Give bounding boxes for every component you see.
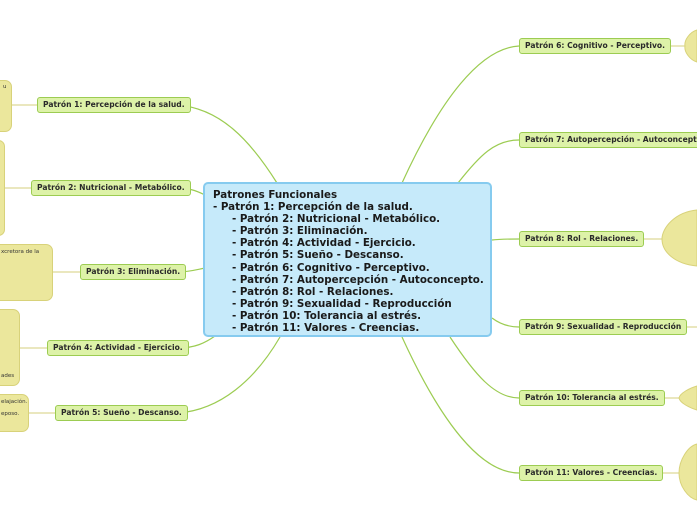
leaf-note-text: eposo. <box>1 411 20 417</box>
topic-patron-3[interactable]: Patrón 3: Eliminación. <box>80 264 187 280</box>
topic-patron-5[interactable]: Patrón 5: Sueño - Descanso. <box>55 405 188 421</box>
leaf-note-text: elajación. <box>1 399 28 405</box>
central-item: - Patrón 7: Autopercepción - Autoconcept… <box>232 273 484 286</box>
central-item: - Patrón 8: Rol - Relaciones. <box>232 285 394 298</box>
topic-patron-8[interactable]: Patrón 8: Rol - Relaciones. <box>519 231 645 247</box>
connector-p1 <box>176 104 278 184</box>
topic-patron-10[interactable]: Patrón 10: Tolerancia al estrés. <box>519 390 665 406</box>
central-item: - Patrón 11: Valores - Creencias. <box>232 322 420 335</box>
leaf-note-p1: u <box>0 80 12 132</box>
central-item: - Patrón 6: Cognitivo - Perceptivo. <box>232 261 430 274</box>
leaf-bubble-p11 <box>678 443 697 501</box>
central-item: - Patrón 2: Nutricional - Metabólico. <box>232 213 441 226</box>
leaf-note-p4: ades <box>0 309 20 386</box>
leaf-bubble-p6 <box>684 29 697 63</box>
leaf-bubble-p10 <box>678 385 697 411</box>
connector-p6 <box>401 45 520 184</box>
connector-p8 <box>491 238 520 241</box>
central-item: - Patrón 4: Actividad - Ejercicio. <box>232 237 416 250</box>
leaf-note-p2 <box>0 140 5 236</box>
central-title: Patrones Funcionales <box>213 189 338 201</box>
central-item: - Patrón 1: Percepción de la salud. <box>213 201 413 214</box>
connector-p5 <box>177 336 281 414</box>
topic-patron-7[interactable]: Patrón 7: Autopercepción - Autoconcepto. <box>519 132 697 148</box>
topic-patron-2[interactable]: Patrón 2: Nutricional - Metabólico. <box>31 180 191 196</box>
topic-patron-11[interactable]: Patrón 11: Valores - Creencias. <box>519 465 664 481</box>
leaf-note-text: u <box>3 84 7 90</box>
connector-p7 <box>457 139 520 184</box>
topic-patron-9[interactable]: Patrón 9: Sexualidad - Reproducción <box>519 319 688 335</box>
leaf-note-p5: elajación. eposo. <box>0 394 29 432</box>
topic-patron-4[interactable]: Patrón 4: Actividad - Ejercicio. <box>47 340 189 356</box>
connector-p11 <box>401 336 520 474</box>
topic-patron-1[interactable]: Patrón 1: Percepción de la salud. <box>37 97 191 113</box>
connector-p9 <box>491 317 520 328</box>
leaf-note-text: ades <box>1 373 15 379</box>
leaf-note-text: xcretora de la <box>1 249 40 255</box>
central-item: - Patrón 10: Tolerancia al estrés. <box>232 309 422 322</box>
central-item: - Patrón 9: Sexualidad - Reproducción <box>232 297 452 310</box>
central-item: - Patrón 3: Eliminación. <box>232 225 368 238</box>
central-item: - Patrón 5: Sueño - Descanso. <box>232 249 404 262</box>
leaf-bubble-p8 <box>661 209 697 267</box>
connector-p10 <box>449 336 520 399</box>
topic-patron-6[interactable]: Patrón 6: Cognitivo - Perceptivo. <box>519 38 671 54</box>
central-topic[interactable]: Patrones Funcionales - Patrón 1: Percepc… <box>203 182 492 337</box>
leaf-note-p3: xcretora de la <box>0 244 53 301</box>
